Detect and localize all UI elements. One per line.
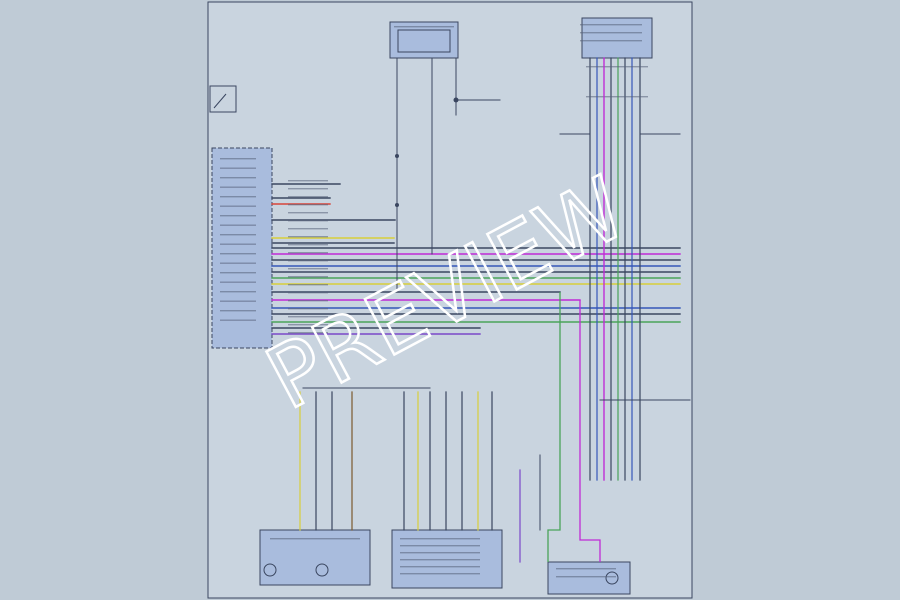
wire-code-label [312, 236, 328, 238]
connector-pin-label [586, 66, 648, 68]
control-module-pin-label [220, 215, 256, 217]
wire-code-label [312, 244, 328, 246]
control-module-pin-label [220, 158, 256, 160]
module-text-mark [580, 32, 642, 34]
control-module-pin-label [220, 177, 256, 179]
wire-code-label [312, 308, 328, 310]
module-text-mark [556, 568, 616, 570]
wire-code-label [288, 212, 312, 214]
wire-code-label [288, 228, 312, 230]
control-module-pin-label [220, 310, 256, 312]
control-module-pin-label [220, 205, 256, 207]
left-switch-contact [213, 93, 227, 109]
wire-code-label [312, 180, 328, 182]
upper-module-switch [397, 29, 451, 53]
wire-code-label [288, 332, 312, 334]
module-text-mark [556, 576, 616, 578]
module-text-mark [400, 559, 480, 561]
wire-code-label [288, 180, 312, 182]
control-module-pin-label [220, 291, 256, 293]
wire-code-label [312, 284, 328, 286]
wire-code-label [288, 268, 312, 270]
wire-code-label [288, 188, 312, 190]
control-module-pin-label [220, 167, 256, 169]
wire-code-label [288, 292, 312, 294]
wire-code-label [312, 196, 328, 198]
wire-code-label [312, 204, 328, 206]
control-module-pin-label [220, 272, 256, 274]
wire-code-label [312, 332, 328, 334]
wire-code-label [312, 292, 328, 294]
wire-code-label [288, 324, 312, 326]
module-text-mark [400, 573, 480, 575]
control-module-pin-label [220, 186, 256, 188]
wire-code-label [288, 316, 312, 318]
wire-code-label [312, 268, 328, 270]
wire-code-label [312, 188, 328, 190]
module-text-mark [400, 566, 480, 568]
control-module-pin-label [220, 319, 256, 321]
control-module-pin-label [220, 224, 256, 226]
control-module-pin-label [220, 243, 256, 245]
module-text-mark [400, 538, 480, 540]
connector-pin-label [586, 96, 648, 98]
control-module-pin-label [220, 300, 256, 302]
control-module-pin-label [220, 234, 256, 236]
control-module-pin-label [220, 196, 256, 198]
wire-code-label [312, 316, 328, 318]
control-module-pin-label [220, 253, 256, 255]
wire-code-label [312, 228, 328, 230]
control-module-pin-label [220, 262, 256, 264]
left-control-module-box [211, 147, 273, 349]
wire-code-label [312, 220, 328, 222]
module-text-mark [580, 40, 642, 42]
control-module-pin-label [220, 281, 256, 283]
wire-code-label [288, 196, 312, 198]
left-motor-symbol [263, 563, 277, 577]
wire-code-label [312, 276, 328, 278]
wire-code-label [312, 212, 328, 214]
green-lower-wire [547, 292, 561, 562]
wire-code-label [288, 276, 312, 278]
module-text-mark [580, 24, 642, 26]
magenta-lower-wire [579, 300, 601, 562]
wire-code-label [288, 308, 312, 310]
wire-code-label [288, 300, 312, 302]
wire-code-label [288, 220, 312, 222]
module-text-mark [400, 552, 480, 554]
module-text-mark [400, 545, 480, 547]
wire-code-label [312, 252, 328, 254]
left-switch-component [209, 85, 237, 113]
wire-code-label [288, 236, 312, 238]
wire-code-label [288, 284, 312, 286]
bottom-right-module-box [547, 561, 631, 595]
right-motor-symbol [605, 571, 619, 585]
wire-code-label [288, 260, 312, 262]
wire-code-label [312, 300, 328, 302]
module-text-mark [394, 26, 454, 28]
center-motor-symbol [315, 563, 329, 577]
wire-code-label [288, 204, 312, 206]
module-text-mark [270, 538, 360, 540]
wire-code-label [288, 252, 312, 254]
wire-code-label [288, 244, 312, 246]
wire-code-label [312, 324, 328, 326]
wire-code-label [312, 260, 328, 262]
